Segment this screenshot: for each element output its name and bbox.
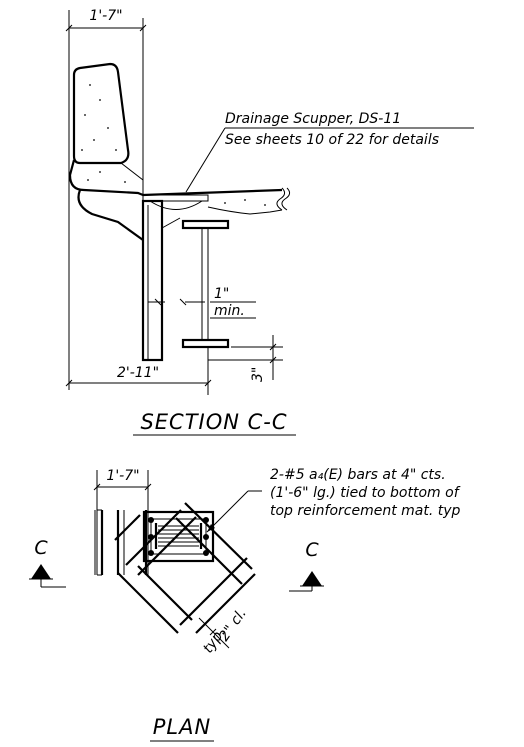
section-mark-left: C	[29, 537, 66, 588]
section-mark-right-label: C	[305, 539, 319, 561]
section-c-c-view: 1'-7"	[65, 8, 474, 436]
plan-top-dimension-text: 1'-7"	[106, 468, 139, 484]
section-mark-right: C	[289, 539, 324, 592]
section-top-dimension: 1'-7"	[65, 8, 147, 390]
plan-barrier-lines	[94, 509, 148, 576]
scupper-callout-line2: See sheets 10 of 22 for details	[225, 132, 439, 148]
bar-note-line1: 2-#5 a₄(E) bars at 4" cts.	[270, 467, 446, 483]
vertical-dimension: 3"	[208, 335, 283, 382]
concrete-barrier	[68, 62, 144, 197]
section-bottom-dimension: 2'-11"	[65, 347, 212, 395]
clear-cover-dimension: 2" cl. typ.	[198, 606, 250, 656]
scupper-callout-line1: Drainage Scupper, DS-11	[225, 111, 401, 127]
scupper-callout: Drainage Scupper, DS-11 See sheets 10 of…	[185, 111, 474, 193]
section-bottom-dimension-text: 2'-11"	[117, 365, 159, 381]
gap-dimension-note: min.	[214, 303, 245, 319]
gap-dimension-value: 1"	[214, 286, 229, 302]
drainage-scupper	[141, 194, 209, 362]
plan-title: PLAN	[153, 715, 211, 739]
section-top-dimension-text: 1'-7"	[89, 8, 122, 24]
bar-note-line2: (1'-6" lg.) tied to bottom of	[270, 485, 461, 501]
vertical-dimension-text: 3"	[250, 367, 266, 382]
section-title: SECTION C-C	[140, 410, 287, 434]
deck-overhang	[77, 189, 144, 241]
gap-dimension: 1" min.	[148, 286, 256, 319]
concrete-stipple	[81, 84, 126, 183]
bar-note-line3: top reinforcement mat. typ	[270, 503, 461, 519]
steel-girder	[181, 219, 230, 349]
section-mark-left-label: C	[34, 537, 48, 559]
deck-slab	[142, 187, 291, 215]
plan-scupper	[142, 510, 215, 563]
plan-top-dimension: 1'-7"	[93, 468, 152, 575]
bar-note-callout: 2-#5 a₄(E) bars at 4" cts. (1'-6" lg.) t…	[206, 467, 461, 533]
plan-view: 1'-7"	[29, 467, 461, 742]
